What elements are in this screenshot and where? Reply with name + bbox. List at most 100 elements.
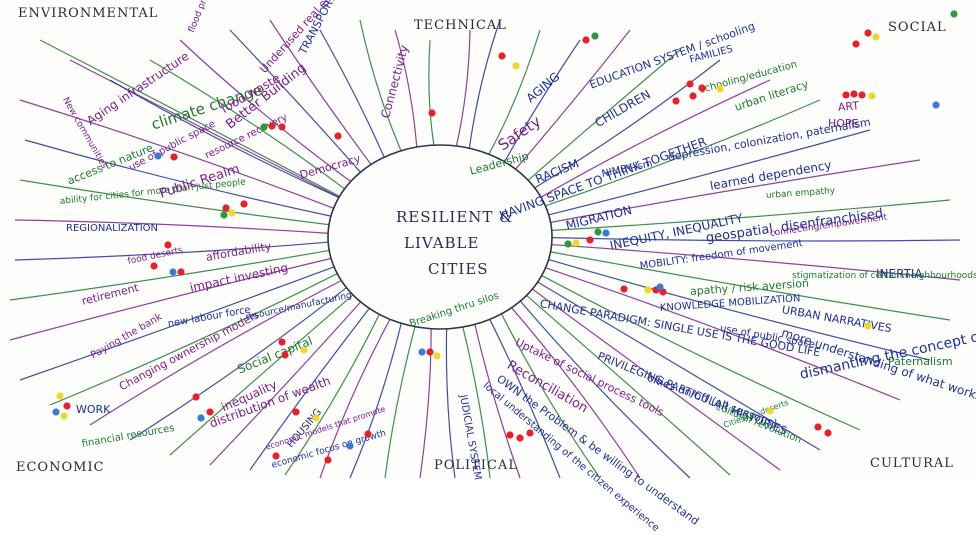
sticker-dot xyxy=(56,392,64,400)
ray-line xyxy=(14,219,333,235)
ray-line xyxy=(541,99,821,208)
sticker-dot xyxy=(312,414,320,422)
ray-line xyxy=(19,179,334,226)
ray-line xyxy=(49,271,342,406)
sticker-dot xyxy=(428,109,436,117)
ray-line xyxy=(544,129,871,217)
ray-line xyxy=(486,29,541,159)
ray-line xyxy=(169,291,357,456)
ray-line xyxy=(461,323,491,479)
sticker-dot xyxy=(594,228,602,236)
category-environmental: ENVIRONMENTAL xyxy=(18,6,159,21)
sticker-dot xyxy=(364,430,372,438)
sticker-dot xyxy=(278,123,286,131)
note-paternalism: Paternalism xyxy=(888,355,953,368)
sticker-dot xyxy=(278,338,286,346)
ray-line xyxy=(394,29,418,152)
sticker-dot xyxy=(766,407,774,415)
sticker-dot xyxy=(672,97,680,105)
ray-line xyxy=(9,249,334,301)
ray-line xyxy=(384,322,417,479)
ray-line xyxy=(547,199,951,232)
sticker-dot xyxy=(169,268,177,276)
center-title-line1: RESILIENT & xyxy=(396,208,514,226)
sticker-dot xyxy=(433,352,441,360)
sticker-dot xyxy=(197,414,205,422)
sticker-dot xyxy=(272,452,280,460)
sticker-dot xyxy=(716,85,724,93)
sticker-dot xyxy=(324,456,332,464)
ray-line xyxy=(537,79,771,200)
ray-line xyxy=(149,59,349,192)
ray-line xyxy=(546,250,951,321)
ray-line xyxy=(209,298,364,466)
sticker-dot xyxy=(686,80,694,88)
ray-line xyxy=(419,324,432,479)
ray-line xyxy=(129,284,350,441)
sticker-dot xyxy=(644,286,652,294)
ray-line xyxy=(524,49,681,184)
sticker-dot xyxy=(240,200,248,208)
ray-line xyxy=(508,304,641,479)
category-political: POLITICAL xyxy=(434,458,518,473)
ray-line xyxy=(319,29,387,162)
note-work: WORK xyxy=(76,403,111,416)
ray-line xyxy=(546,159,921,224)
sticker-dot xyxy=(864,29,872,37)
sticker-dot xyxy=(334,132,342,140)
sticker-dot xyxy=(154,152,162,160)
ray-line xyxy=(24,139,335,218)
ray-line xyxy=(69,59,343,200)
sticker-dot xyxy=(206,408,214,416)
category-social: SOCIAL xyxy=(888,20,947,35)
sticker-dot xyxy=(222,204,230,212)
sticker-dot xyxy=(698,84,706,92)
ray-line xyxy=(537,273,861,431)
sticker-dot xyxy=(850,90,858,98)
ray-line xyxy=(523,292,731,476)
ray-line xyxy=(14,241,333,261)
ray-line xyxy=(547,236,961,242)
sticker-dot xyxy=(872,33,880,41)
sticker-dot xyxy=(506,431,514,439)
ray-line xyxy=(39,39,344,199)
ray-line xyxy=(502,39,581,166)
sticker-dot xyxy=(281,351,289,359)
sticker-dot xyxy=(268,122,276,130)
sticker-dot xyxy=(300,346,308,354)
sticker-dot xyxy=(950,10,958,18)
ray-line xyxy=(473,320,521,479)
note-stigmatization: stigmatization of certain neighbourhoods xyxy=(792,271,976,281)
sticker-dot xyxy=(346,442,354,450)
sticker-dot xyxy=(170,153,178,161)
ray-line xyxy=(109,79,343,200)
sticker-dot xyxy=(260,123,268,131)
mind-map-board: ENVIRONMENTAL TECHNICAL SOCIAL ECONOMIC … xyxy=(9,0,976,534)
sticker-dot xyxy=(620,285,628,293)
sticker-dot xyxy=(220,211,228,219)
sticker-dot xyxy=(292,408,300,416)
ray-line xyxy=(445,324,456,479)
ray-line xyxy=(349,319,403,479)
ray-line xyxy=(499,310,601,479)
sticker-dot xyxy=(228,209,236,217)
sticker-dot xyxy=(192,393,200,401)
sticker-dot xyxy=(864,322,872,330)
ray-line xyxy=(544,257,931,361)
ray-line xyxy=(541,265,901,401)
sticker-dot xyxy=(498,52,506,60)
sticker-dot xyxy=(586,236,594,244)
category-cultural: CULTURAL xyxy=(870,456,954,471)
ray-line xyxy=(428,39,436,150)
ray-line xyxy=(517,297,691,479)
sticker-dot xyxy=(591,32,599,40)
sticker-dot xyxy=(164,241,172,249)
sticker-dot xyxy=(689,92,697,100)
sticker-dot xyxy=(852,40,860,48)
sticker-dot xyxy=(656,283,664,291)
ray-line xyxy=(249,304,373,471)
sticker-dot xyxy=(842,91,850,99)
sticker-dot xyxy=(858,91,866,99)
ray-line xyxy=(179,39,355,185)
sticker-dot xyxy=(177,268,185,276)
